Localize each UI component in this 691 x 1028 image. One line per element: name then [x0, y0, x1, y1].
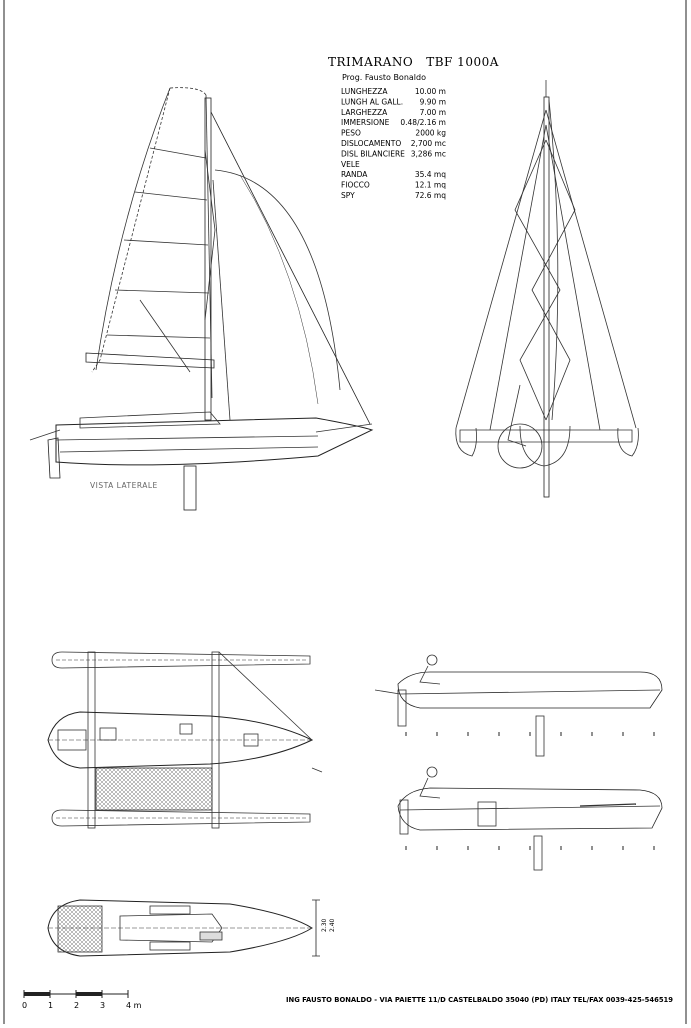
beam-dimension-b: 2.40 [329, 918, 336, 932]
spec-value: 2,700 mc [411, 139, 446, 148]
spec-label: LARGHEZZA [341, 108, 388, 117]
spec-label: LUNGHEZZA [341, 87, 388, 96]
spec-label: DISL BILANCIERE [341, 149, 405, 158]
spec-value: 9.90 m [420, 97, 446, 106]
spec-value: 7.00 m [420, 108, 446, 117]
footer-credit: ING FAUSTO BONALDO - VIA PAIETTE 11/D CA… [286, 996, 673, 1004]
spec-value: 72.6 mq [415, 191, 446, 200]
spec-label: LUNGH AL GALL. [341, 97, 403, 106]
spec-label: VELE [341, 160, 360, 169]
spec-value: 10.00 m [415, 87, 446, 96]
scale-ticks: 0 1 2 3 4 m [22, 990, 142, 1010]
plan-view [47, 651, 323, 829]
scale-tick-label: 3 [100, 1001, 105, 1010]
scale-tick-label: 0 [22, 1001, 27, 1010]
scale-tick-label: 4 m [126, 1001, 142, 1010]
spec-value: 12.1 mq [415, 181, 446, 190]
profile-view-upper [374, 654, 663, 757]
spec-label: RANDA [341, 170, 368, 179]
spec-value: 3,286 mc [411, 149, 446, 158]
spec-label: SPY [341, 191, 355, 200]
spec-value: 0.48/2.16 m [400, 118, 446, 127]
deck-plan-view [47, 899, 320, 957]
title-block: TRIMARANO TBF 1000A Prog. Fausto Bonaldo… [328, 55, 499, 200]
spec-label: DISLOCAMENTO [341, 139, 401, 148]
scale-bar: 0 1 2 3 4 m [22, 990, 142, 1010]
spec-label: PESO [341, 129, 361, 138]
spec-label: IMMERSIONE [341, 118, 390, 127]
spec-label: FIOCCO [341, 181, 370, 190]
spec-table: LUNGHEZZA 10.00 m LUNGH AL GALL. 9.90 m LARG… [341, 87, 446, 200]
drawing-title: TRIMARANO TBF 1000A [328, 55, 499, 69]
beam-dimension-a: 2.30 [321, 918, 328, 932]
profile-view-lower [397, 766, 663, 871]
spec-value: 2000 kg [415, 129, 446, 138]
front-view [455, 80, 639, 498]
scale-tick-label: 2 [74, 1001, 79, 1010]
scale-tick-label: 1 [48, 1001, 53, 1010]
side-view [29, 87, 374, 511]
designer-name: Prog. Fausto Bonaldo [342, 73, 426, 82]
spec-value: 35.4 mq [415, 170, 446, 179]
side-view-label: VISTA LATERALE [90, 481, 158, 490]
